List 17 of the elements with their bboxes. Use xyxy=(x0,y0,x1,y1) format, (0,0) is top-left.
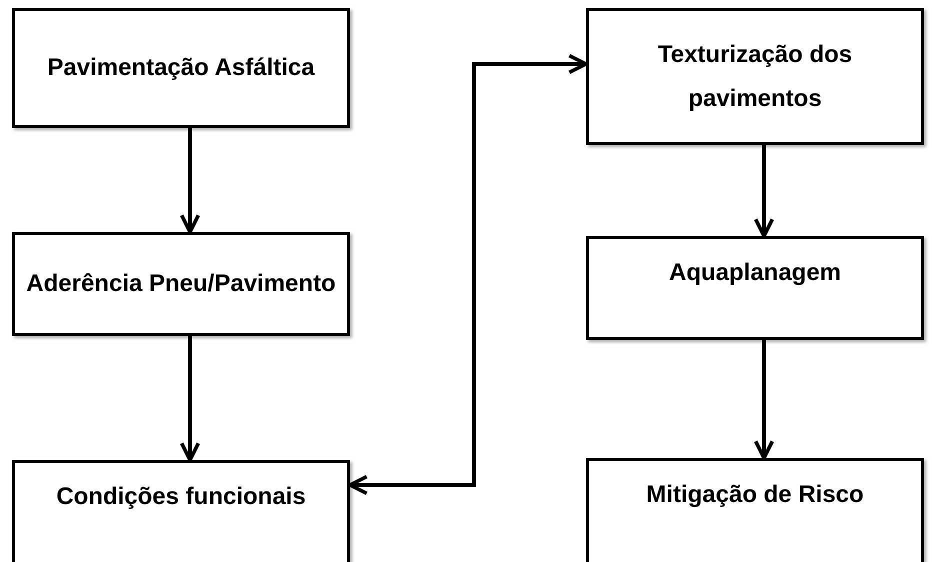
process-box xyxy=(586,458,924,562)
process-box xyxy=(586,8,924,145)
arrow xyxy=(754,145,774,238)
arrow xyxy=(348,54,588,496)
process-box xyxy=(12,8,350,128)
box-label: Condições funcionais xyxy=(56,482,306,512)
box-label: Mitigação de Risco xyxy=(646,480,864,510)
box-label: Aderência Pneu/Pavimento xyxy=(26,269,336,299)
box-label: Aquaplanagem xyxy=(668,258,842,288)
process-box xyxy=(12,232,350,336)
arrow xyxy=(180,128,200,234)
process-box xyxy=(12,460,350,562)
arrow xyxy=(754,340,774,460)
box-label: Texturização dos pavimentos xyxy=(656,40,854,114)
process-box xyxy=(586,236,924,340)
box-label: Pavimentação Asfáltica xyxy=(47,53,315,83)
arrow xyxy=(180,336,200,462)
